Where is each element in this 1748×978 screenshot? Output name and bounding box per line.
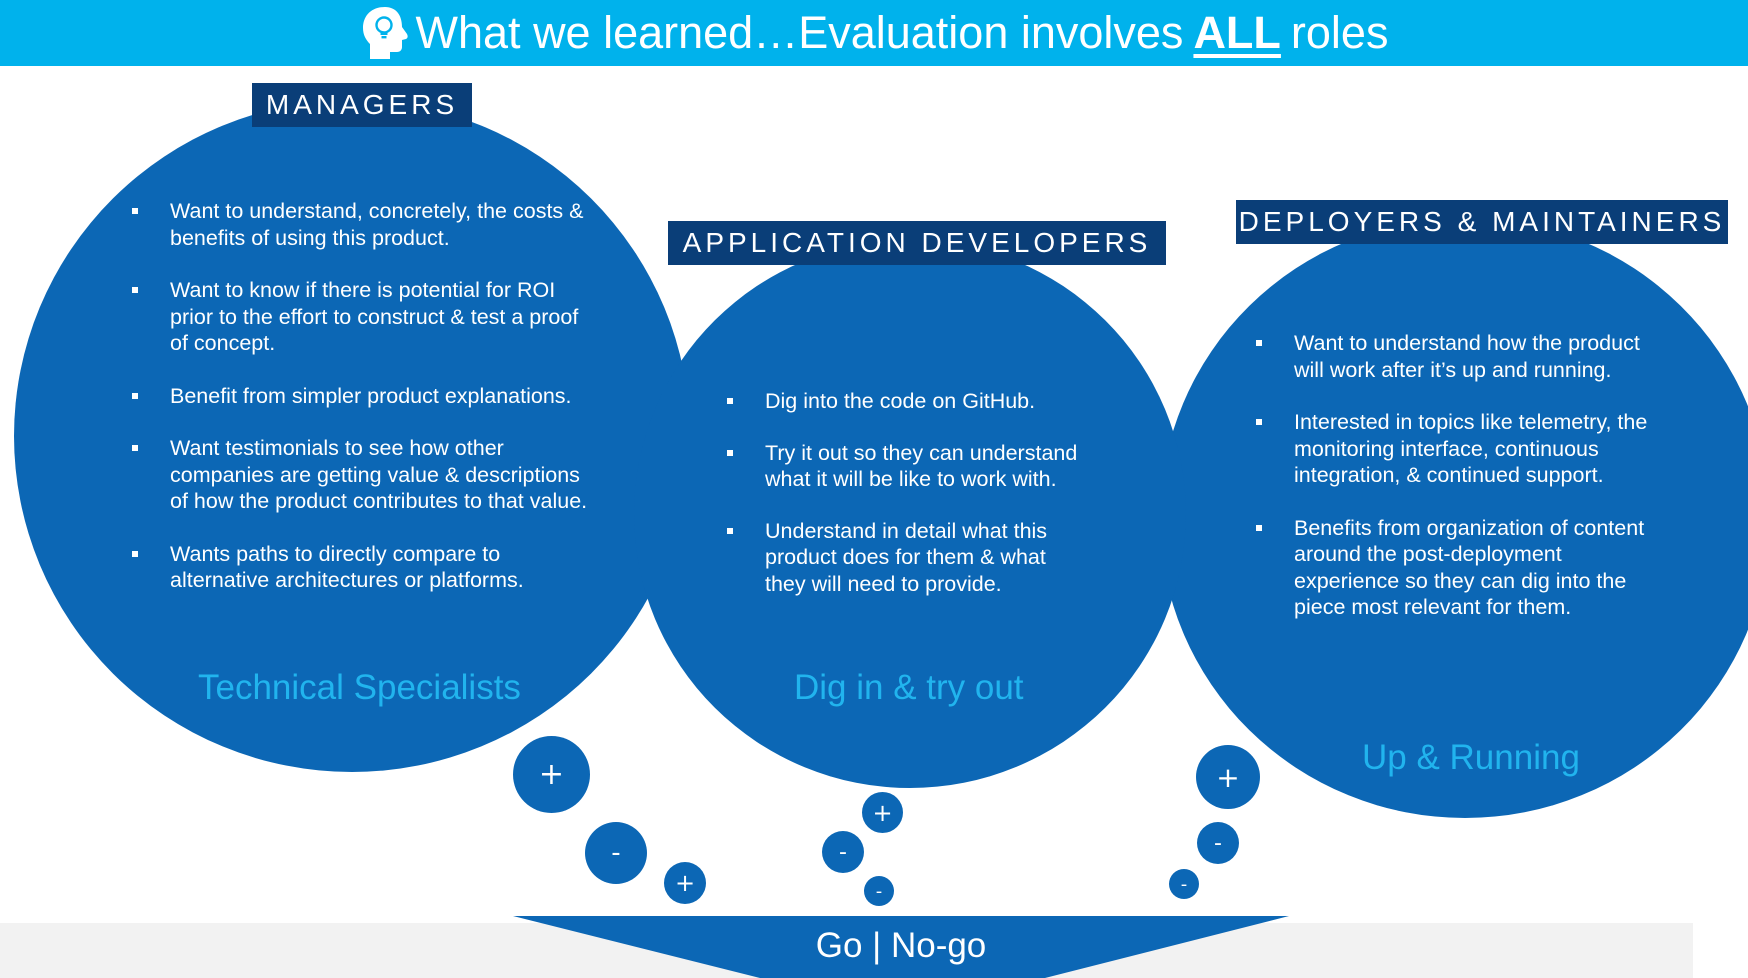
bullet-square-icon (1256, 340, 1262, 346)
deployers-bullet-list: Want to understand how the product will … (1254, 330, 1664, 647)
developers-caption: Dig in & try out (794, 668, 1024, 707)
plus-bubble: + (1196, 745, 1260, 809)
bullet-text: Want to know if there is potential for R… (170, 278, 579, 355)
bullet-square-icon (132, 208, 138, 214)
bullet-text: Dig into the code on GitHub. (765, 389, 1036, 413)
bullet-square-icon (727, 449, 733, 456)
bullet-item: Want to know if there is potential for R… (130, 277, 600, 357)
bullet-square-icon (132, 392, 138, 399)
bullet-text: Benefits from organization of content ar… (1294, 515, 1645, 620)
minus-bubble: - (585, 822, 647, 884)
minus-bubble: - (822, 831, 864, 873)
bullet-item: Interested in topics like telemetry, the… (1254, 409, 1664, 489)
deployers-circle (1160, 218, 1748, 818)
bullet-square-icon (1256, 419, 1262, 425)
plus-bubble: + (513, 736, 590, 813)
managers-caption: Technical Specialists (198, 668, 521, 707)
head-lightbulb-icon (362, 7, 408, 59)
bullet-square-icon (132, 445, 138, 451)
bullet-square-icon (727, 398, 733, 404)
bullet-item: Wants paths to directly compare to alter… (130, 541, 600, 594)
bullet-item: Benefits from organization of content ar… (1254, 515, 1664, 621)
slide-title: What we learned…Evaluation involves ALL … (0, 0, 1748, 66)
title-suffix: roles (1290, 7, 1389, 58)
bullet-square-icon (132, 287, 138, 293)
go-no-go-label: Go | No-go (815, 926, 987, 965)
bullet-item: Dig into the code on GitHub. (725, 388, 1085, 415)
deployers-label: DEPLOYERS & MAINTAINERS (1236, 200, 1728, 244)
bullet-item: Understand in detail what this product d… (725, 518, 1085, 598)
title-emphasis: ALL (1193, 7, 1281, 58)
managers-label: MANAGERS (252, 83, 472, 127)
plus-bubble: + (862, 792, 903, 833)
minus-bubble: - (1169, 869, 1199, 899)
bullet-text: Understand in detail what this product d… (765, 518, 1048, 596)
bullet-text: Want testimonials to see how other compa… (170, 436, 588, 513)
bullet-item: Want to understand how the product will … (1254, 330, 1664, 383)
bullet-text: Benefit from simpler product explanation… (170, 383, 572, 408)
bullet-text: Wants paths to directly compare to alter… (170, 541, 524, 593)
bullet-square-icon (132, 550, 138, 557)
bullet-text: Interested in topics like telemetry, the… (1294, 410, 1648, 487)
title-bar: What we learned…Evaluation involves ALL … (0, 0, 1748, 66)
minus-bubble: - (1197, 822, 1239, 864)
bullet-text: Try it out so they can understand what i… (765, 440, 1078, 492)
managers-bullet-list: Want to understand, concretely, the cost… (130, 198, 600, 620)
managers-circle (14, 100, 690, 772)
bullet-text: Want to understand how the product will … (1294, 331, 1640, 382)
bullet-item: Try it out so they can understand what i… (725, 440, 1085, 493)
developers-circle (634, 240, 1186, 788)
bullet-item: Want to understand, concretely, the cost… (130, 198, 600, 251)
bullet-square-icon (727, 527, 733, 534)
bullet-item: Want testimonials to see how other compa… (130, 435, 600, 515)
bullet-square-icon (1256, 524, 1262, 531)
deployers-caption: Up & Running (1362, 738, 1580, 777)
minus-bubble: - (864, 876, 894, 906)
bullet-text: Want to understand, concretely, the cost… (170, 199, 584, 250)
plus-bubble: + (664, 862, 706, 904)
bullet-item: Benefit from simpler product explanation… (130, 383, 600, 410)
title-prefix: What we learned…Evaluation involves (415, 7, 1184, 58)
developers-label: APPLICATION DEVELOPERS (668, 221, 1166, 265)
developers-bullet-list: Dig into the code on GitHub. Try it out … (725, 388, 1085, 622)
